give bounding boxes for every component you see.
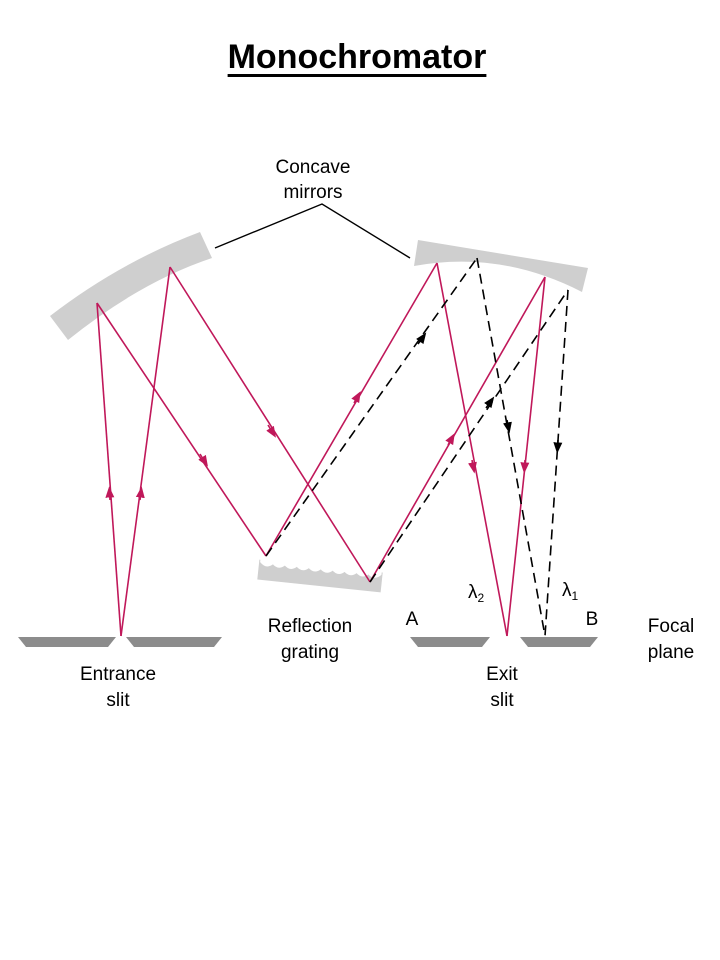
dashed-ray-arrows: [416, 332, 563, 454]
point-a-label: A: [406, 609, 419, 630]
exit-slit-left-plate: [410, 637, 490, 647]
exit-slit-label-line1: Exit: [486, 664, 518, 685]
lambda-1-subscript: 1: [572, 589, 579, 603]
exit-slit-label-line2: slit: [490, 690, 514, 711]
reflection-grating: [257, 556, 383, 593]
focal-plane-label-line1: Focal: [648, 616, 694, 637]
page-title: Monochromator: [227, 38, 487, 76]
dashed-ray-paths: [265, 257, 569, 637]
lambda-2-symbol: λ: [468, 582, 478, 603]
solid-ray-arrows: [105, 391, 530, 501]
entrance-slit-left-plate: [18, 637, 116, 647]
concave-mirrors-label-line2: mirrors: [283, 182, 342, 203]
focal-plane-label-line2: plane: [648, 642, 695, 663]
lambda-2-label: λ2: [468, 582, 485, 605]
lambda-1-symbol: λ: [562, 580, 572, 601]
reflection-grating-label-line2: grating: [281, 642, 339, 663]
lambda-2-subscript: 2: [478, 591, 485, 605]
mirror-label-pointer: [214, 203, 411, 259]
entrance-slit-right-plate: [126, 637, 222, 647]
lambda-1-label: λ1: [562, 580, 579, 603]
left-concave-mirror: [50, 232, 212, 340]
right-concave-mirror: [414, 240, 588, 292]
point-b-label: B: [586, 609, 599, 630]
entrance-slit-label-line1: Entrance: [80, 664, 156, 685]
exit-slit-right-plate: [520, 637, 598, 647]
entrance-slit-label-line2: slit: [106, 690, 130, 711]
concave-mirrors-label-line1: Concave: [276, 157, 351, 178]
reflection-grating-label-line1: Reflection: [268, 616, 353, 637]
solid-ray-paths: [96, 262, 546, 637]
